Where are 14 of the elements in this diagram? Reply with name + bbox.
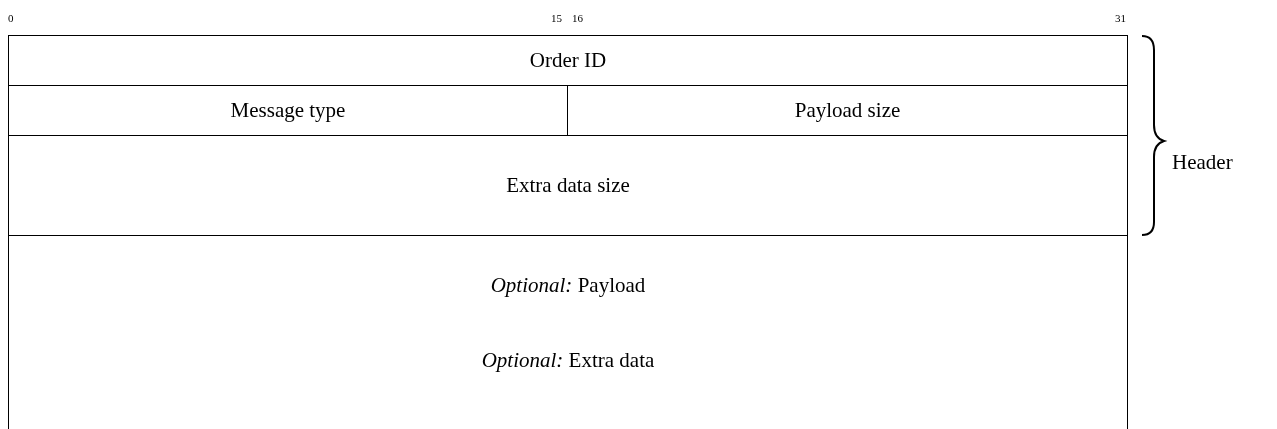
bit-index: 0 [8,12,14,24]
field-label: Payload size [794,98,901,123]
brace-label: Header [1172,150,1233,175]
field-label: Optional: Extra data [481,347,655,374]
field-box [8,235,1128,429]
bit-index: 16 [572,12,583,24]
bit-index: 15 [551,12,562,24]
field-label: Message type [230,98,346,123]
field-label: Extra data size [506,173,630,198]
field-box [8,135,1128,236]
field-label: Order ID [529,48,607,73]
field-box [8,35,1128,86]
bit-index: 31 [1115,12,1126,24]
field-label: Optional: Payload [490,272,646,299]
